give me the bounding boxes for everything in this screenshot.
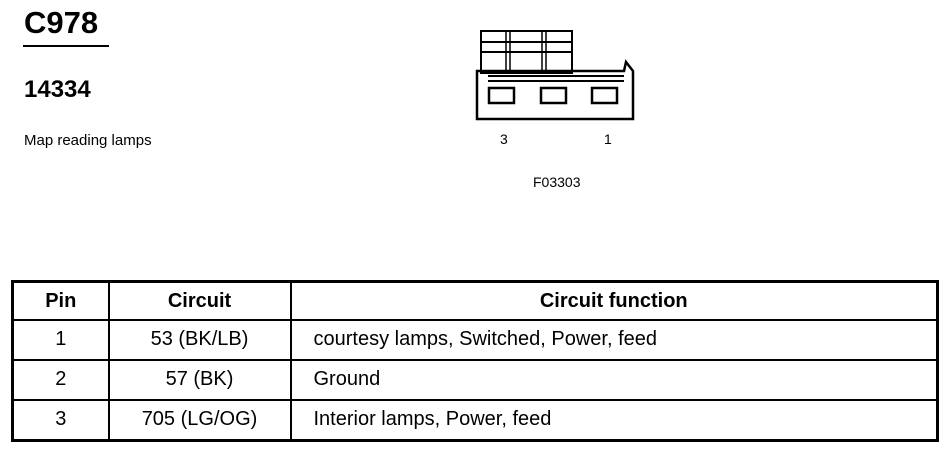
pin-cell: 3 (11, 398, 110, 442)
connector-face-drawing (475, 30, 635, 121)
pin-table: Pin Circuit Circuit function 1 53 (BK/LB… (11, 280, 939, 442)
connector-description: Map reading lamps (24, 132, 152, 149)
pin-label-1: 1 (604, 131, 612, 147)
pin-cavity-3 (487, 86, 516, 105)
part-number: 14334 (24, 76, 91, 103)
pin-cell: 1 (11, 319, 110, 361)
circuit-cell: 57 (BK) (107, 358, 292, 401)
pin-cell: 2 (11, 358, 110, 401)
table-row: 3 705 (LG/OG) Interior lamps, Power, fee… (11, 398, 939, 442)
table-header-row: Pin Circuit Circuit function (11, 280, 939, 321)
column-header-pin: Pin (11, 280, 110, 321)
pin-cavity-1 (590, 86, 619, 105)
table-row: 2 57 (BK) Ground (11, 358, 939, 401)
column-header-circuit: Circuit (107, 280, 292, 321)
figure-id: F03303 (533, 174, 581, 190)
circuit-function-cell: Interior lamps, Power, feed (289, 398, 939, 442)
circuit-function-cell: Ground (289, 358, 939, 401)
connector-id: C978 (24, 5, 99, 40)
column-header-circuit-function: Circuit function (289, 280, 939, 321)
connector-id-underline (23, 45, 109, 47)
pin-cavity-2 (539, 86, 568, 105)
pin-label-3: 3 (500, 131, 508, 147)
circuit-cell: 53 (BK/LB) (107, 319, 292, 361)
table-row: 1 53 (BK/LB) courtesy lamps, Switched, P… (11, 319, 939, 361)
circuit-cell: 705 (LG/OG) (107, 398, 292, 442)
connector-housing (475, 59, 635, 121)
circuit-function-cell: courtesy lamps, Switched, Power, feed (289, 319, 939, 361)
